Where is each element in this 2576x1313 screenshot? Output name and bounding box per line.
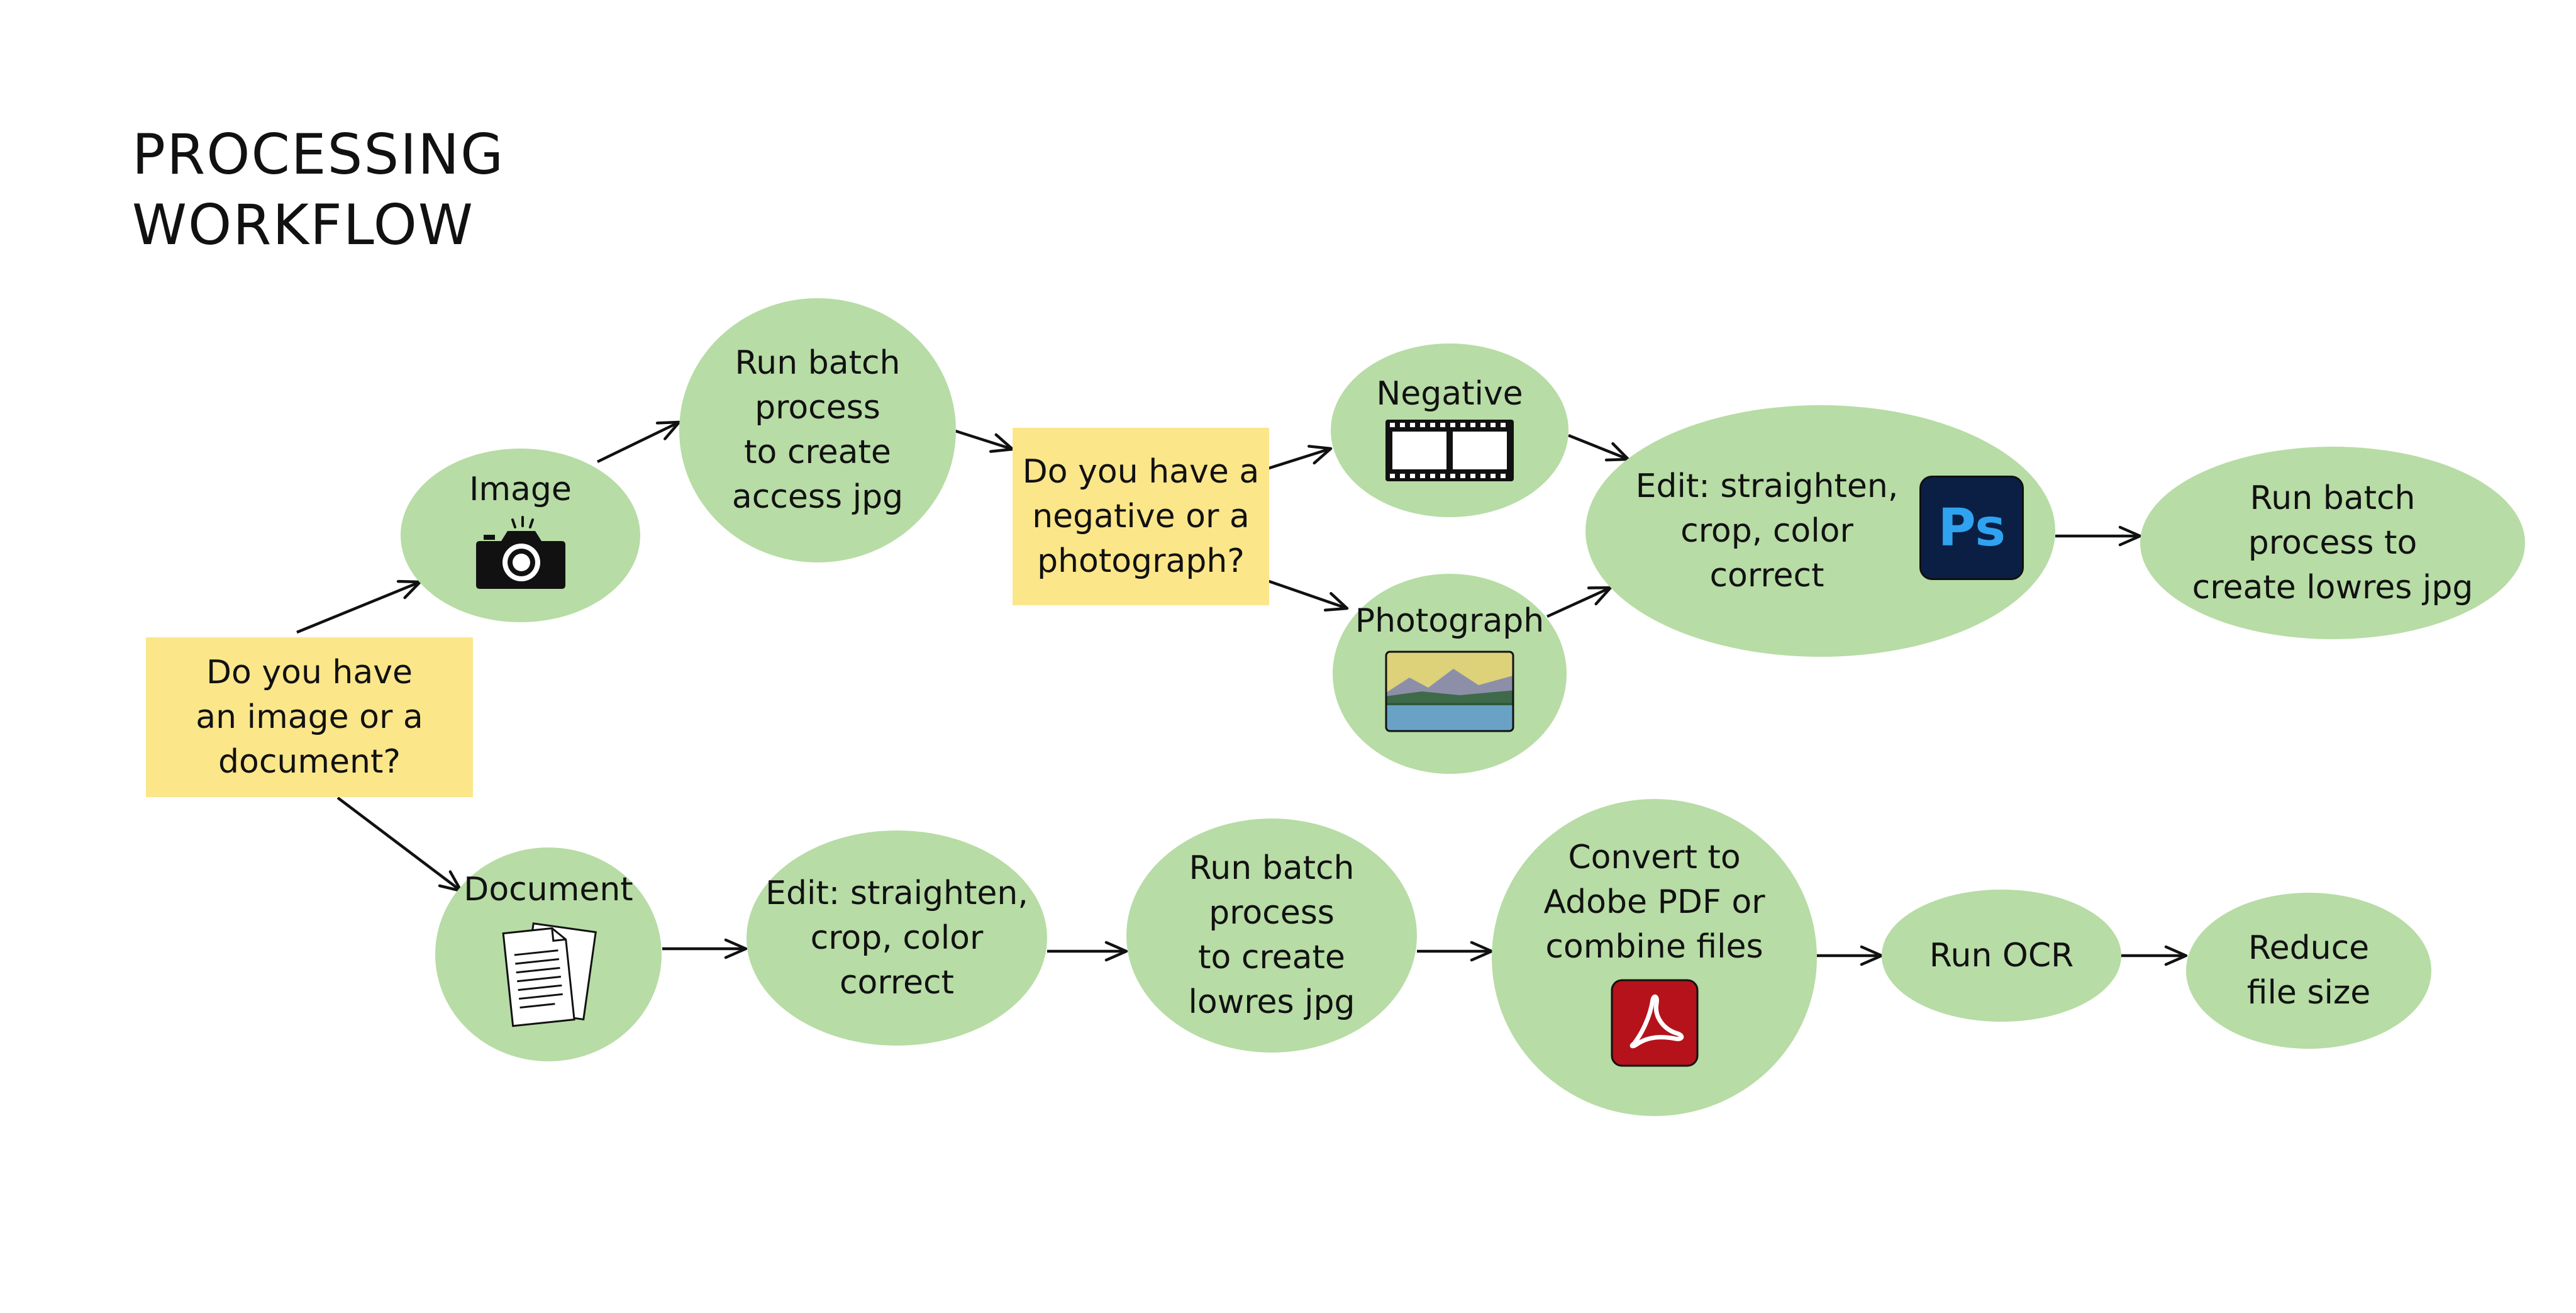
- arrow-negative-to-edit: [1568, 433, 1630, 462]
- adobe-acrobat-icon: [1611, 979, 1698, 1066]
- node-negative-label: Negative: [1376, 374, 1523, 413]
- node-convert-pdf-label: Convert to Adobe PDF or combine files: [1543, 838, 1765, 966]
- node-convert-pdf: Convert to Adobe PDF or combine files: [1492, 799, 1817, 1116]
- title-line-1: PROCESSING: [132, 122, 505, 187]
- node-batch-access-jpg-label: Run batch process to create access jpg: [731, 344, 904, 516]
- arrow-photograph-to-edit: [1546, 586, 1613, 618]
- photoshop-icon: Ps: [1919, 476, 2024, 580]
- node-run-ocr: Run OCR: [1882, 890, 2121, 1022]
- node-run-ocr-label: Run OCR: [1929, 936, 2074, 975]
- node-batch-lowres-jpg-bottom-label: Run batch process to create lowres jpg: [1188, 849, 1355, 1021]
- title-line-2: WORKFLOW: [132, 193, 474, 257]
- decision-negative-or-photograph: Do you have a negative or a photograph?: [1013, 428, 1269, 605]
- node-edit-photoshop-label: Edit: straighten, crop, color correct: [1635, 467, 1899, 595]
- photoshop-icon-text: Ps: [1938, 498, 2006, 558]
- node-image: Image: [401, 449, 640, 622]
- node-image-label: Image: [469, 470, 572, 508]
- node-edit-photoshop: Edit: straighten, crop, color correct Ps: [1585, 405, 2055, 657]
- arrow-question-to-negative: [1267, 445, 1333, 471]
- node-reduce-file-size-label: Reduce file size: [2246, 929, 2371, 1012]
- arrow-question-to-document: [336, 796, 463, 893]
- node-batch-lowres-jpg-top-label: Run batch process to create lowres jpg: [2192, 479, 2473, 606]
- decision-image-or-document: Do you have an image or a document?: [146, 637, 473, 797]
- page-title: PROCESSING WORKFLOW: [132, 120, 504, 260]
- node-batch-lowres-jpg-top: Run batch process to create lowres jpg: [2140, 447, 2525, 639]
- arrow-question-to-image: [296, 579, 422, 634]
- film-strip-icon: [1385, 419, 1514, 481]
- arrow-image-to-batch-access: [597, 420, 681, 464]
- documents-icon: [502, 922, 597, 1027]
- node-batch-access-jpg: Run batch process to create access jpg: [679, 298, 956, 562]
- node-negative: Negative: [1331, 344, 1568, 517]
- node-photograph: Photograph: [1333, 574, 1567, 774]
- node-edit-document-label: Edit: straighten, crop, color correct: [765, 874, 1028, 1002]
- node-document: Document: [435, 847, 662, 1061]
- node-document-label: Document: [464, 870, 633, 908]
- node-batch-lowres-jpg-bottom: Run batch process to create lowres jpg: [1126, 819, 1417, 1053]
- arrow-batch-access-to-question: [953, 428, 1014, 453]
- node-edit-document: Edit: straighten, crop, color correct: [747, 830, 1047, 1046]
- node-photograph-label: Photograph: [1355, 601, 1545, 640]
- decision-image-or-document-label: Do you have an image or a document?: [196, 653, 423, 781]
- node-reduce-file-size: Reduce file size: [2186, 893, 2431, 1049]
- camera-icon: [475, 515, 565, 589]
- landscape-photo-icon: [1385, 651, 1514, 732]
- decision-negative-or-photograph-label: Do you have a negative or a photograph?: [1022, 452, 1260, 580]
- arrow-question-to-photograph: [1267, 579, 1349, 612]
